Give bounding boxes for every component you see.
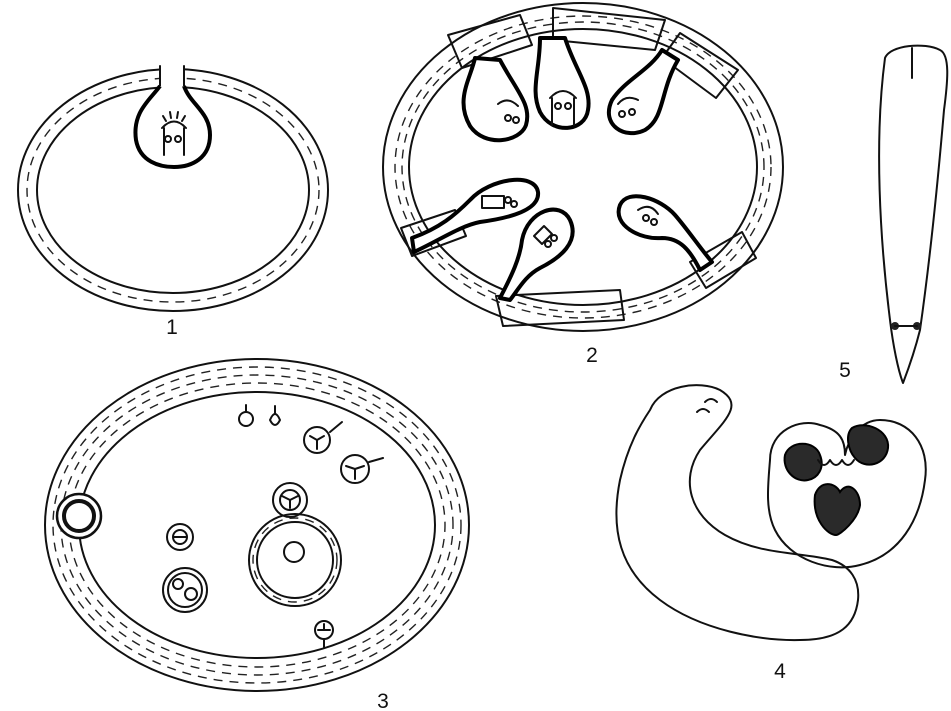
small-cell-4 <box>341 455 383 483</box>
bud-left <box>412 180 538 252</box>
bud-top-left <box>464 58 528 140</box>
small-cell-2 <box>270 406 280 425</box>
central-large-cell <box>249 514 341 606</box>
bud-bottom-center <box>500 210 573 300</box>
panel-1-ring-with-bud <box>18 60 328 311</box>
panel-2-ring-with-stalked-buds <box>383 3 783 331</box>
bud-top-center <box>536 38 589 128</box>
small-cell-3 <box>304 422 342 453</box>
panel-4-label: 4 <box>774 660 786 683</box>
panel-5-elongated-body <box>879 46 947 383</box>
panel-2-label: 2 <box>586 344 598 367</box>
small-cell-6 <box>167 524 193 550</box>
panel-1-label: 1 <box>166 316 178 339</box>
small-cell-1 <box>239 405 253 426</box>
panel-5-label: 5 <box>839 359 851 382</box>
bud-top-right <box>609 50 678 133</box>
panel-4-bilobed-body <box>616 385 925 640</box>
panel-3-label: 3 <box>377 690 389 711</box>
small-cell-7 <box>163 568 207 612</box>
small-cell-5 <box>273 483 307 517</box>
bud-bottom-right <box>619 196 712 270</box>
small-cell-8 <box>315 621 333 647</box>
panel-3-ring-with-internal-cells <box>45 359 469 691</box>
